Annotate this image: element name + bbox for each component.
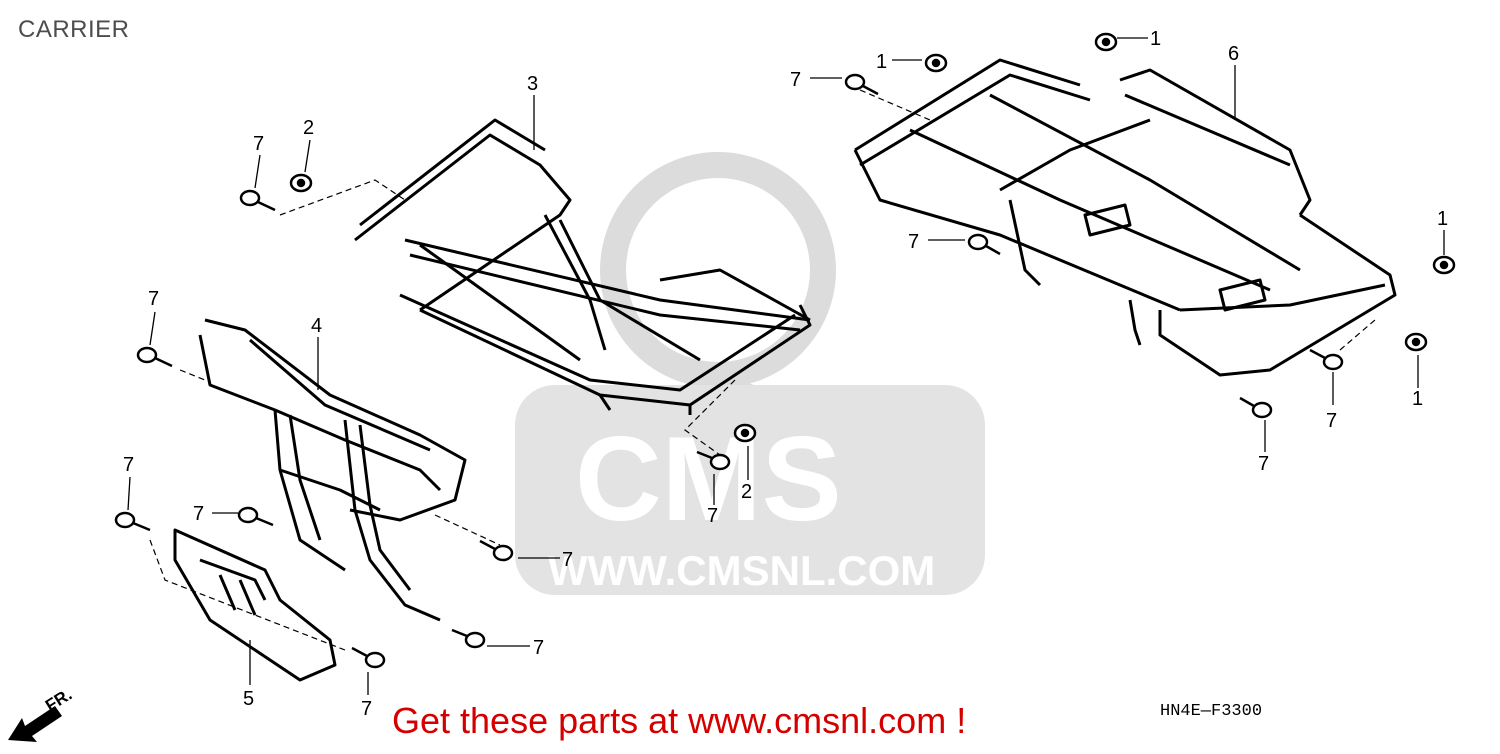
callout-7: 7 (908, 231, 919, 253)
rear-carrier-part-3 (354, 118, 812, 415)
bolt-icon (237, 506, 274, 527)
nut-icon (289, 173, 313, 193)
bolt-icon (844, 73, 879, 96)
callout-7: 7 (123, 454, 134, 476)
watermark-cms: CMS WWW.CMSNL.COM (515, 385, 985, 595)
fasteners (114, 32, 1456, 669)
watermark-logo-text: CMS (575, 412, 842, 546)
front-carrier-part-4 (198, 318, 467, 622)
callout-7: 7 (361, 698, 372, 720)
callout-7: 7 (148, 288, 159, 310)
rear-carrier-part-6 (853, 58, 1397, 377)
leader-lines (149, 89, 1376, 651)
callout-5: 5 (243, 688, 254, 710)
bolt-icon (696, 450, 731, 471)
bolt-icon (479, 539, 514, 562)
callout-6: 6 (1228, 43, 1239, 65)
callout-7: 7 (562, 549, 573, 571)
callout-1: 1 (876, 51, 887, 73)
front-direction-arrow: FR. (8, 685, 75, 742)
watermark-url-text: WWW.CMSNL.COM (548, 547, 935, 594)
diagram-title: CARRIER (18, 16, 130, 43)
nut-icon (924, 53, 948, 73)
callout-labels: 3 2 7 4 7 7 7 7 7 7 7 2 5 7 1 1 6 7 1 1 … (123, 28, 1448, 720)
callout-2: 2 (741, 481, 752, 503)
bolt-icon (1309, 348, 1344, 371)
callout-leaders (127, 37, 1445, 695)
callout-7: 7 (193, 503, 204, 525)
nut-icon (1404, 332, 1428, 352)
nut-icon (733, 423, 757, 443)
callout-7: 7 (707, 505, 718, 527)
callout-7: 7 (253, 133, 264, 155)
nut-icon (1094, 32, 1118, 52)
callout-7: 7 (790, 69, 801, 91)
drawing-code: HN4E—F3300 (1160, 702, 1263, 721)
callout-1: 1 (1412, 388, 1423, 410)
callout-1: 1 (1437, 208, 1448, 230)
callout-7: 7 (533, 637, 544, 659)
callout-4: 4 (311, 315, 322, 337)
bolt-icon (967, 233, 1001, 256)
callout-7: 7 (1258, 453, 1269, 475)
front-indicator-label: FR. (42, 685, 75, 716)
skid-plate-part-5 (173, 528, 337, 682)
bolt-icon (136, 346, 173, 368)
callout-7: 7 (1326, 410, 1337, 432)
bolt-icon (114, 511, 151, 532)
bolt-icon (1239, 396, 1273, 419)
nut-icon (1432, 255, 1456, 275)
callout-3: 3 (527, 73, 538, 95)
promo-text[interactable]: Get these parts at www.cmsnl.com ! (392, 700, 967, 741)
bolt-icon (239, 189, 276, 212)
callout-2: 2 (303, 117, 314, 139)
callout-1: 1 (1150, 28, 1161, 50)
bolt-icon (451, 628, 486, 649)
bolt-icon (351, 646, 386, 669)
